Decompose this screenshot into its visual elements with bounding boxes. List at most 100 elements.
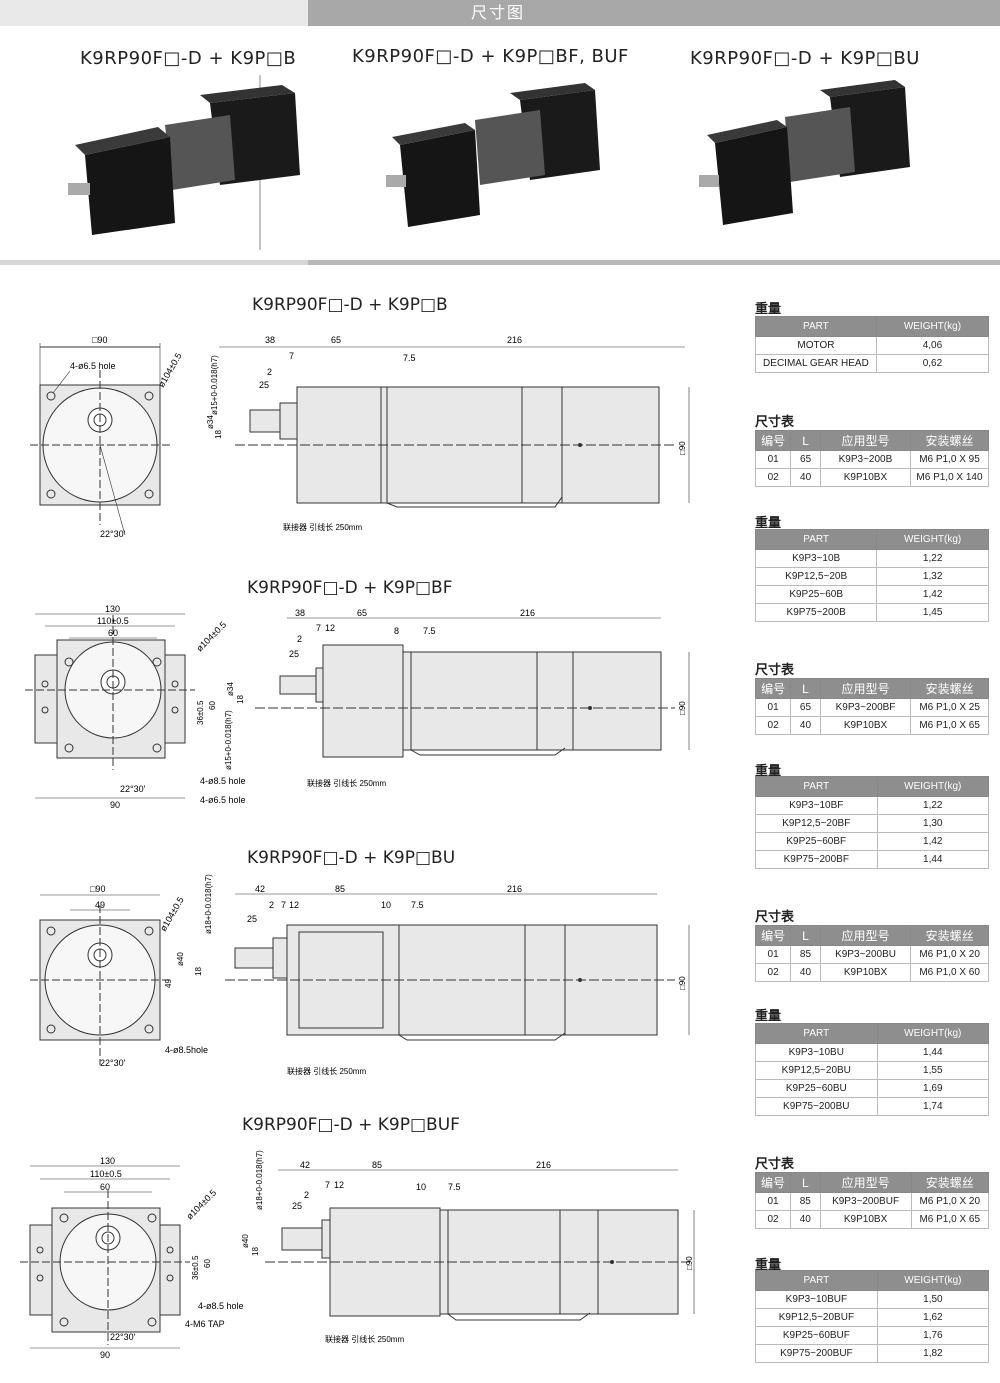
dim-60v: 60 (203, 1259, 212, 1268)
dim-7: 7 (316, 623, 321, 633)
table-header: 编号 (754, 1172, 792, 1193)
dim-d34: ø34 (206, 415, 215, 429)
table-cell: K9P12,5~20BUF (755, 1308, 878, 1327)
dim-42: 42 (300, 1160, 310, 1170)
dim-2: 2 (304, 1190, 309, 1200)
dim-12: 12 (334, 1180, 344, 1190)
table-cell: 1,55 (876, 1061, 990, 1080)
dim-dia104: ø104±0.5 (158, 895, 186, 933)
dim-130: 130 (105, 604, 120, 614)
table-cell: M6 P1,0 X 20 (910, 1192, 990, 1211)
label-weight-5: 重量 (755, 1258, 782, 1273)
dim-38: 38 (265, 335, 275, 345)
table-cell: K9P75~200BU (755, 1097, 878, 1116)
dim-12: 12 (289, 900, 299, 910)
label-dims-1: 尺寸表 (755, 415, 795, 430)
table-cell: 1,42 (876, 832, 990, 851)
dim-hole: 4-ø6.5 hole (70, 361, 116, 371)
model-title-b: K9RP90F□-D + K9P□B (80, 48, 297, 69)
model-title-bu: K9RP90F□-D + K9P□BU (690, 48, 920, 69)
table-header: PART (755, 1023, 878, 1044)
table-cell: K9P3~10BUF (755, 1290, 878, 1309)
table-header: 安装螺丝 (909, 430, 990, 451)
table-header: 应用型号 (819, 925, 912, 946)
table-cell: K9P10BX (819, 1210, 912, 1229)
dim-110: 110±0.5 (90, 1169, 122, 1179)
dim-18: 18 (251, 1247, 260, 1256)
dim-dia104: ø104±0.5 (194, 619, 228, 653)
separator-accent (308, 260, 1000, 265)
dim-60: 60 (108, 628, 118, 638)
dim-angle: 22°30' (110, 1332, 136, 1342)
table-cell: K9P3~10BF (755, 796, 878, 815)
table-header: WEIGHT(kg) (876, 1023, 990, 1044)
dim-sq90-side: □90 (678, 701, 687, 715)
dim-hole1: 4-ø8.5 hole (198, 1301, 244, 1311)
dim-shaft: ø15+0-0.018(h7) (224, 710, 233, 770)
dim-hole2: 4-ø6.5 hole (200, 795, 246, 805)
table-cell: K9P3~10BU (755, 1043, 878, 1062)
dim-49v: 49 (164, 979, 173, 988)
table-cell: 02 (754, 963, 792, 982)
drawing-b: □90 4-ø6.5 hole ø104±0.5 22°30' 38 65 21… (30, 335, 690, 539)
section-title-b: K9RP90F□-D + K9P□B (252, 295, 448, 315)
table-header: WEIGHT(kg) (876, 776, 990, 797)
table-header: 应用型号 (819, 430, 911, 451)
dim-36: 36±0.5 (196, 700, 205, 725)
dim-hole: 4-ø8.5hole (165, 1045, 208, 1055)
label-dims-3: 尺寸表 (755, 910, 795, 925)
dim-85: 85 (372, 1160, 382, 1170)
dim-7: 7 (325, 1180, 330, 1190)
dim-25: 25 (292, 1201, 302, 1211)
table-cell: 40 (790, 1210, 821, 1229)
dim-38: 38 (295, 608, 305, 618)
table-cell: 40 (790, 963, 821, 982)
dim-36: 36±0.5 (191, 1255, 200, 1280)
table-cell: M6 P1,0 X 95 (909, 450, 990, 469)
table-cell: M6 P1,0 X 60 (910, 963, 989, 982)
label-dims-4: 尺寸表 (755, 1157, 795, 1172)
dim-d40: ø40 (241, 1234, 250, 1248)
table-cell: 1,76 (876, 1326, 990, 1345)
table-cell: 1,32 (876, 567, 989, 586)
dim-25: 25 (247, 914, 257, 924)
table-cell: K9P25~60BF (755, 832, 878, 851)
table-cell: M6 P1,0 X 20 (910, 945, 989, 964)
table-header: WEIGHT(kg) (875, 316, 990, 337)
dim-2: 2 (267, 367, 272, 377)
table-cell: K9P12,5~20BF (755, 814, 878, 833)
table-cell: K9P3~10B (754, 549, 878, 568)
dim-shaft: ø15+0-0.018(h7) (210, 355, 219, 415)
label-weight-1: 重量 (755, 302, 782, 317)
table-header: 编号 (754, 678, 792, 699)
dim-85: 85 (335, 884, 345, 894)
table-cell: 1,74 (876, 1097, 990, 1116)
dim-7-5: 7.5 (423, 626, 436, 636)
table-header: L (790, 925, 821, 946)
table-cell: 1,69 (876, 1079, 990, 1098)
label-dims-2: 尺寸表 (755, 663, 795, 678)
table-cell: K9P25~60B (754, 585, 878, 604)
table-cell: 40 (790, 716, 821, 735)
dim-shaft: ø18+0-0.018(h7) (255, 1150, 264, 1210)
dim-90: 90 (110, 800, 120, 810)
table-cell: 02 (754, 716, 792, 735)
table-cell: K9P3~200B (819, 450, 911, 469)
motor-photo-b (68, 75, 300, 250)
dim-8: 8 (394, 626, 399, 636)
